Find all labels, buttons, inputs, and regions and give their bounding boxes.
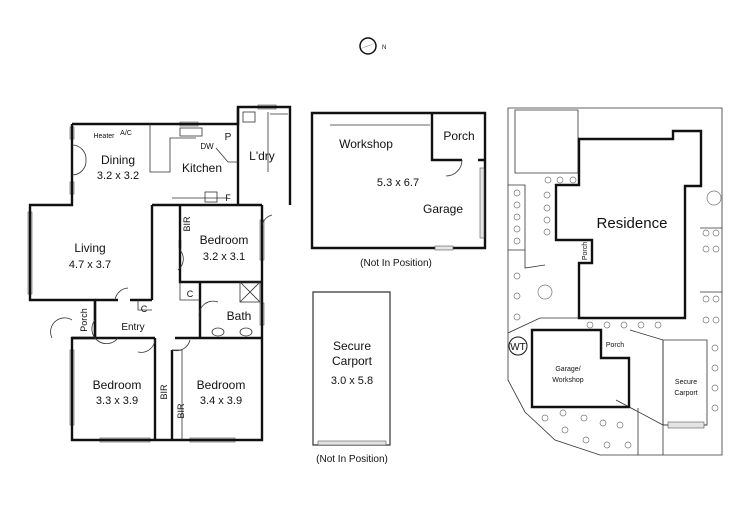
- ac-label: A/C: [120, 130, 132, 137]
- shrubs: [513, 176, 722, 449]
- bedroom-right-size: 3.4 x 3.9: [200, 395, 242, 407]
- workshop-size: 5.3 x 6.7: [377, 177, 419, 189]
- site-plan: WT Residence Porch Porch Garage/ Worksho…: [507, 107, 723, 456]
- garage-porch-label: Porch: [606, 342, 624, 349]
- cupboard-bath-label: C: [187, 289, 194, 299]
- bir-left-label: BIR: [159, 384, 169, 400]
- heater-label: Heater: [93, 133, 115, 140]
- carport-size: 3.0 x 5.8: [331, 375, 373, 387]
- site-carport-line1: Secure: [675, 379, 697, 386]
- carport-line1: Secure: [333, 339, 371, 353]
- porch-label: Porch: [79, 308, 89, 332]
- bath-label: Bath: [227, 309, 252, 323]
- kitchen-label: Kitchen: [182, 161, 222, 175]
- entry-label: Entry: [121, 322, 144, 333]
- bedroom-right-label: Bedroom: [197, 378, 246, 392]
- bir-right-label: BIR: [176, 403, 186, 419]
- site-garage-line2: Workshop: [552, 377, 583, 384]
- water-tank: WT: [508, 336, 528, 356]
- bedroom-mid-label: Bedroom: [200, 233, 249, 247]
- bedroom-left-label: Bedroom: [93, 378, 142, 392]
- living-label: Living: [74, 241, 105, 255]
- north-compass-icon: N: [359, 37, 386, 55]
- carport-plan: Secure Carport 3.0 x 5.8 (Not In Positio…: [312, 291, 391, 465]
- bir-mid-label: BIR: [182, 216, 192, 232]
- fridge-label: F: [225, 193, 231, 203]
- pantry-label: P: [225, 132, 232, 143]
- garage-label: Garage: [423, 202, 463, 216]
- bedroom-mid-size: 3.2 x 3.1: [203, 251, 245, 263]
- dining-label: Dining: [101, 153, 135, 167]
- bedroom-left-size: 3.3 x 3.9: [96, 395, 138, 407]
- workshop-plan: Workshop Porch 5.3 x 6.7 Garage (Not In …: [310, 111, 487, 269]
- house-plan: Dining 3.2 x 3.2 Kitchen L'dry P DW Heat…: [27, 104, 292, 443]
- workshop-porch-label: Porch: [443, 129, 474, 143]
- cupboard-entry-label: C: [141, 304, 148, 314]
- carport-not-in-position: (Not In Position): [316, 454, 388, 465]
- workshop-not-in-position: (Not In Position): [360, 258, 432, 269]
- residence-porch-label: Porch: [582, 242, 589, 260]
- residence-label: Residence: [597, 215, 668, 232]
- dining-size: 3.2 x 3.2: [97, 170, 139, 182]
- water-tank-label: WT: [510, 342, 526, 353]
- site-garage-line1: Garage/: [555, 366, 580, 373]
- compass-label: N: [382, 45, 386, 51]
- dishwasher-label: DW: [200, 142, 214, 151]
- living-size: 4.7 x 3.7: [69, 259, 111, 271]
- workshop-label: Workshop: [339, 137, 393, 151]
- site-carport-line2: Carport: [674, 390, 697, 397]
- carport-line2: Carport: [332, 354, 373, 368]
- laundry-label: L'dry: [249, 149, 275, 163]
